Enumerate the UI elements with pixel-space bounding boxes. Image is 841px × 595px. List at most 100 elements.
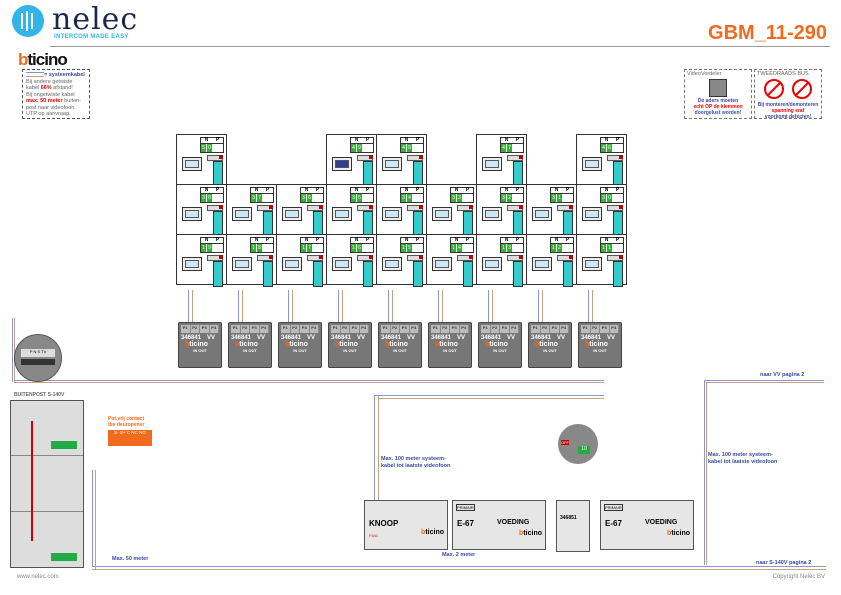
- port-label: P1: [381, 325, 391, 333]
- distributor-type: VV: [207, 335, 216, 341]
- np-label: P: [615, 187, 620, 193]
- bticino-logo: bticino: [535, 341, 558, 348]
- naar-s140v-label: naar S-140V pagina 2: [756, 560, 812, 566]
- address-digit: 6: [357, 244, 362, 252]
- address-digit: 4: [407, 194, 412, 202]
- distributor-code-text: 346841: [331, 335, 352, 341]
- module-name: KNOOP: [369, 519, 399, 528]
- port-label: P3: [400, 325, 410, 333]
- bus-cable: [704, 382, 824, 383]
- website-link[interactable]: www.nelec.com: [17, 574, 59, 580]
- np-label: N: [604, 137, 609, 143]
- riser-cable: [338, 290, 339, 322]
- np-label: P: [615, 237, 620, 243]
- address-digit: 3: [401, 194, 406, 202]
- relay-title: Pot.vrij contact tbv deuropener: [108, 416, 144, 428]
- riser-cable: [342, 290, 343, 322]
- np-label: P: [565, 237, 570, 243]
- np-label: N: [354, 237, 359, 243]
- terminal-block: [563, 261, 573, 287]
- distributor-code-text: 346841: [381, 335, 402, 341]
- distributor-type: VV: [607, 335, 616, 341]
- videophone-monitor: [532, 207, 552, 221]
- np-label: N: [404, 187, 409, 193]
- bus-cable: [378, 398, 604, 399]
- port-label: P1: [581, 325, 591, 333]
- videophone-monitor: [532, 257, 552, 271]
- riser-cable: [288, 290, 289, 322]
- np-label: P: [365, 237, 370, 243]
- np-label: P: [315, 187, 320, 193]
- videophone-monitor: [332, 157, 352, 171]
- power-switch-icon: [207, 155, 223, 161]
- module-name: E-67: [605, 519, 622, 528]
- power-switch-icon: [607, 155, 623, 161]
- np-label: N: [554, 237, 559, 243]
- np-label: P: [215, 137, 220, 143]
- address-digit: 1: [401, 244, 406, 252]
- address-digit: 1: [607, 244, 612, 252]
- distributor-type: VV: [557, 335, 566, 341]
- address-digit: 1: [551, 244, 556, 252]
- riser-cable: [388, 290, 389, 322]
- bus-cable: [374, 395, 604, 396]
- port-label: P1: [531, 325, 541, 333]
- port-label: P1: [181, 325, 191, 333]
- power-switch-icon: [457, 205, 473, 211]
- np-label: N: [454, 237, 459, 243]
- ribbon-cable: [31, 421, 33, 541]
- address-digit: 9: [357, 144, 362, 152]
- in-out-label: IN OUT: [493, 348, 507, 353]
- address-digit: 3: [251, 194, 256, 202]
- videophone-monitor: [282, 207, 302, 221]
- np-label: N: [254, 187, 259, 193]
- videophone-monitor: [382, 157, 402, 171]
- power-switch-icon: [207, 205, 223, 211]
- riser-cable: [538, 290, 539, 322]
- address-digit: 0: [207, 144, 212, 152]
- distributor-code-text: 346841: [481, 335, 502, 341]
- terminal-block: [313, 261, 323, 287]
- videophone-monitor: [382, 257, 402, 271]
- brand-tagline: INTERCOM MADE EASY: [54, 34, 129, 40]
- off-switch: OFF: [561, 440, 569, 445]
- videophone-monitor: [582, 207, 602, 221]
- label-line: kabel tot laatste videofoon: [708, 459, 778, 465]
- bticino-logo: bticino: [235, 341, 258, 348]
- warning-line: Bij monteren/demonteren: [757, 102, 819, 108]
- port-label: P2: [441, 325, 450, 333]
- np-label: P: [265, 187, 270, 193]
- note-line: post naar videofoon.: [26, 104, 76, 111]
- address-digit: 0: [607, 194, 612, 202]
- cable-note: = systeemkabel Bij andere getwiste kabel…: [22, 69, 90, 119]
- np-label: N: [204, 137, 209, 143]
